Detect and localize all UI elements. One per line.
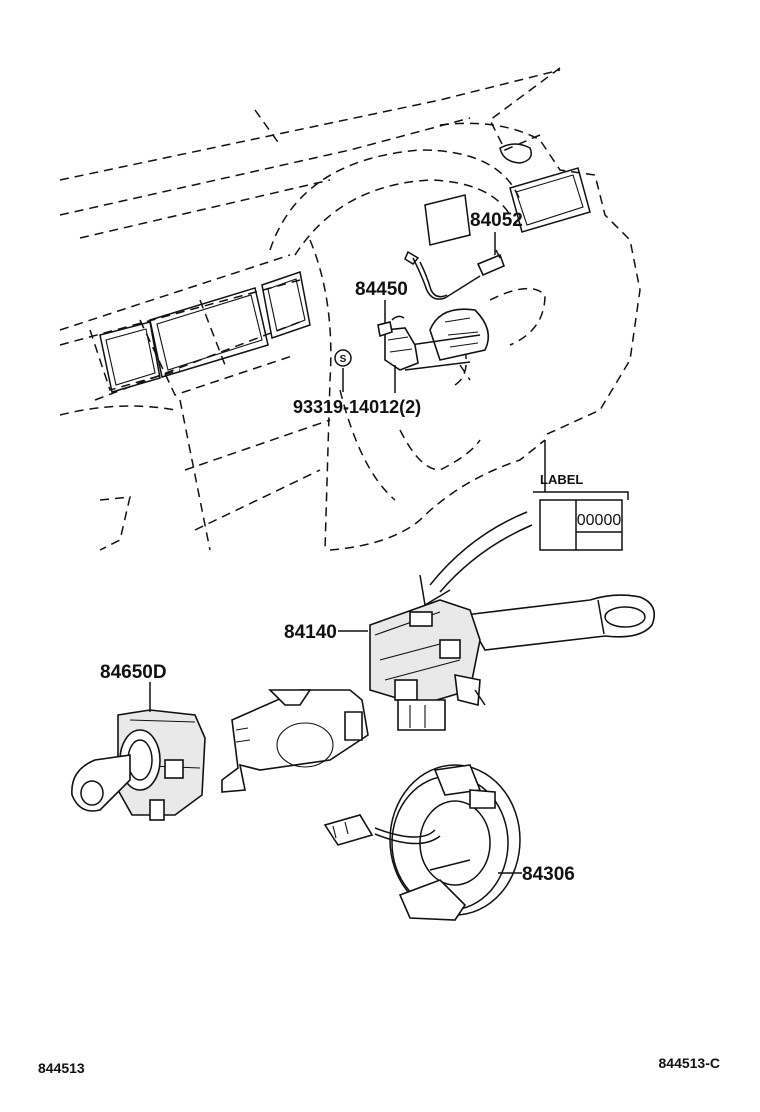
part-84140 [369, 594, 656, 731]
upper-leaders [384, 232, 546, 492]
part-84450 [377, 315, 419, 371]
screw-symbol: S [334, 349, 352, 392]
label-title: LABEL [540, 472, 583, 487]
part-number-84052: 84052 [470, 210, 523, 231]
vents [99, 143, 591, 393]
footer: 844513 844513-C [38, 1055, 720, 1076]
part-84650D [71, 709, 206, 821]
part-numbers: 84052 84450 93319-14012(2) 84140 84650D … [100, 210, 575, 885]
label-box: LABEL 00000 [533, 472, 629, 551]
screw-symbol-letter: S [340, 354, 347, 365]
part-number-84306: 84306 [522, 864, 575, 885]
label-code: 00000 [577, 512, 622, 529]
switch-bracket [221, 689, 369, 793]
part-84306 [323, 764, 521, 921]
footer-right-code: 844513-C [659, 1055, 721, 1071]
part-number-93319: 93319-14012(2) [293, 397, 421, 417]
footer-left-code: 844513 [38, 1060, 85, 1076]
part-number-84650D: 84650D [100, 662, 167, 683]
indicator-arrow [419, 511, 533, 607]
lower-leaders [149, 630, 522, 874]
dash-harness [404, 249, 506, 371]
part-number-84450: 84450 [355, 279, 408, 300]
part-number-84140: 84140 [284, 622, 337, 643]
